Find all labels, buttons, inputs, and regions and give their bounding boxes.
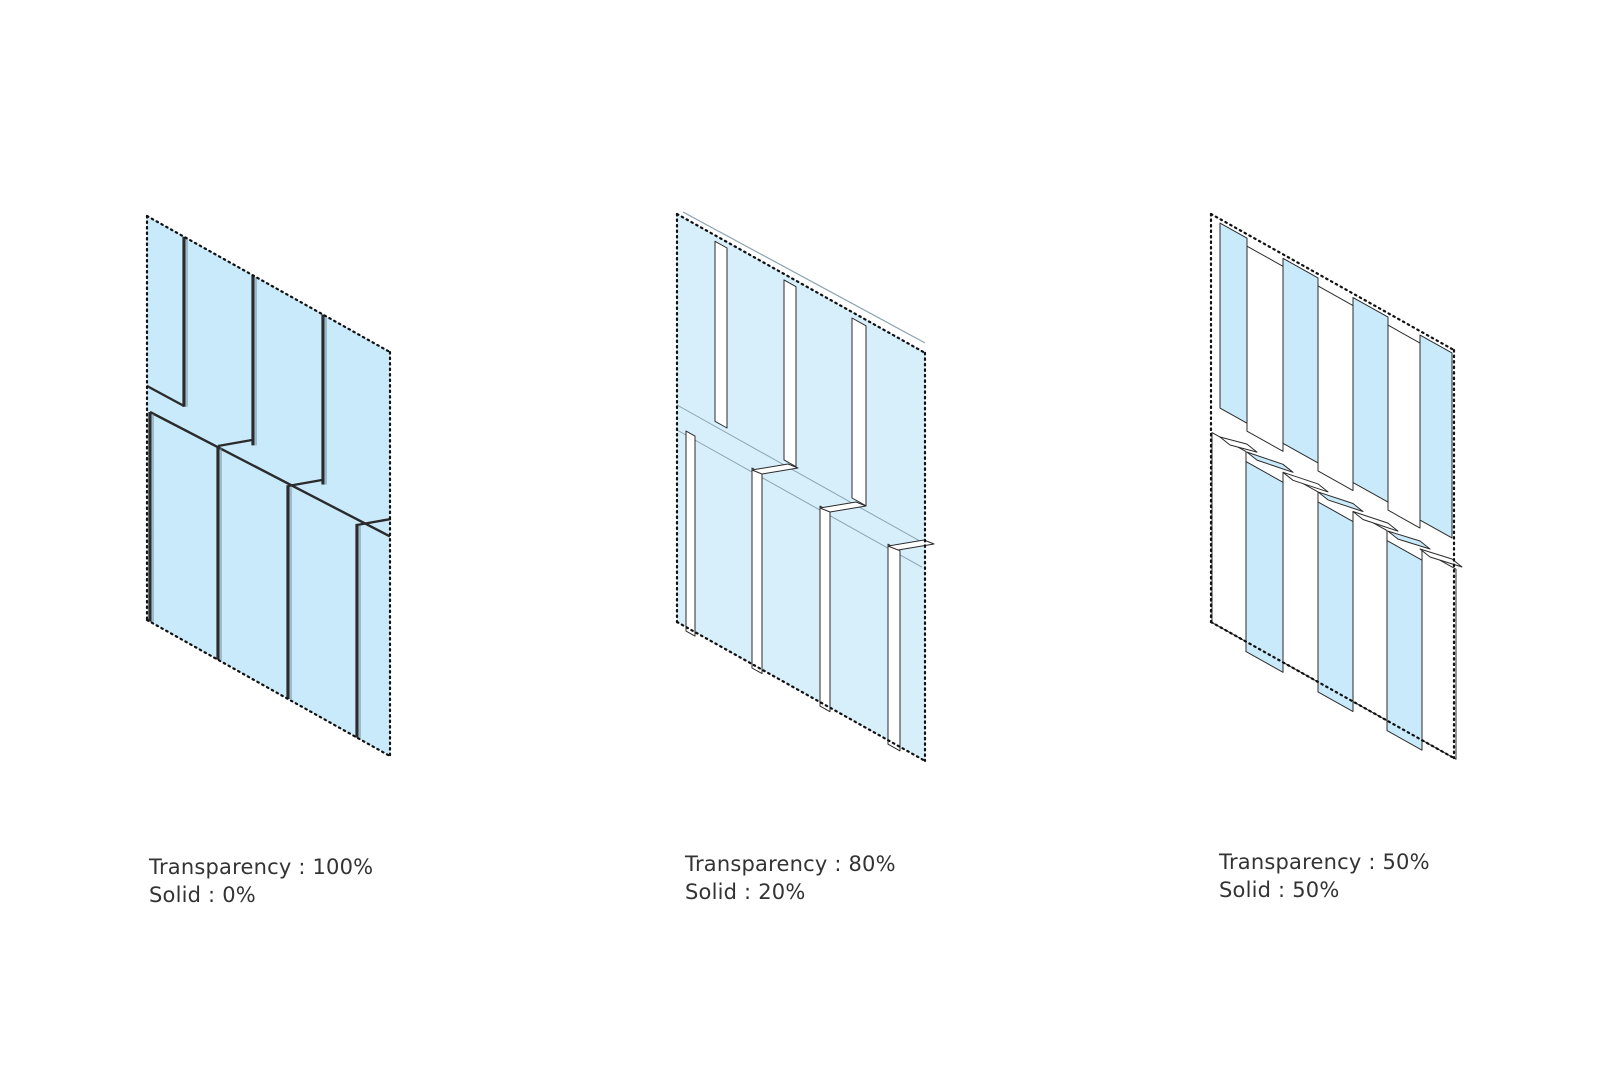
panel-3-upper-glass-face <box>1282 257 1319 464</box>
panel-2-upper-solid-fin <box>783 279 797 468</box>
panel-3-ledge-top <box>1246 451 1294 473</box>
panel-1-solid-label: Solid : 0% <box>149 883 256 907</box>
panel-2-solid-label: Solid : 20% <box>685 880 806 904</box>
panel-3-ledge-top <box>1282 471 1329 493</box>
panel-3-lower-solid-face <box>1211 432 1247 643</box>
panel-3-facade <box>1209 212 1463 760</box>
panel-2-lower-solid-fin <box>685 430 696 637</box>
panel-3-ledge-top <box>1352 511 1399 532</box>
panel-3-upper-solid-face <box>1317 285 1354 492</box>
panel-3-lower-glass-face <box>1317 501 1354 713</box>
panel-2-step-ledge <box>751 463 799 475</box>
panel-1-transom <box>146 384 185 408</box>
panel-2-boundary-top <box>675 212 927 354</box>
panel-3-upper-glass-face <box>1219 222 1248 424</box>
panel-3-ledge-top <box>1387 530 1431 550</box>
panel-3-lower-solid-face <box>1282 471 1319 683</box>
panel-2-facade <box>675 211 935 762</box>
panel-3-upper-glass-face <box>1419 334 1453 539</box>
panel-3-ledge-top <box>1317 491 1364 513</box>
panel-1-step-cap <box>217 438 253 448</box>
panel-3-boundary-bottom <box>1209 620 1456 760</box>
panel-2-transparency-label: Transparency : 80% <box>685 852 896 876</box>
panel-3-lower-solid-face <box>1352 511 1388 722</box>
panel-2-guide-line <box>676 429 923 568</box>
panel-3-solid-label: Solid : 50% <box>1219 878 1340 902</box>
panel-3-lower-glass-face <box>1245 461 1284 673</box>
panel-2-lower-solid-fin <box>751 467 763 675</box>
panel-3-upper-solid-face <box>1246 245 1284 452</box>
panel-3-caption: Transparency : 50% Solid : 50% <box>1219 848 1539 904</box>
panel-1-facade <box>145 214 392 758</box>
panel-2-upper-solid-fin <box>714 240 728 429</box>
panel-2-step-ledge <box>887 539 935 551</box>
panel-3-boundary-top <box>1209 212 1456 352</box>
panel-3-lower-solid-face <box>1421 549 1457 760</box>
panel-2-caption: Transparency : 80% Solid : 20% <box>685 850 1005 906</box>
panel-1-glass-plane <box>147 216 390 757</box>
panel-1-boundary-bottom <box>145 618 392 758</box>
panel-3-transparency-label: Transparency : 50% <box>1219 850 1430 874</box>
panel-2-top-fold <box>682 211 926 344</box>
panel-3-upper-solid-face <box>1387 324 1421 529</box>
panel-1-step-cap <box>287 478 323 488</box>
panel-1-step-cap <box>356 517 392 527</box>
panel-3-lower-glass-face <box>1386 540 1423 751</box>
panel-3-ledge-top <box>1219 436 1258 453</box>
panel-1-transom-lower <box>149 410 391 538</box>
panel-2-lower-solid-fin <box>887 543 901 752</box>
panel-3-upper-glass-face <box>1352 297 1389 503</box>
panel-3-ledge-top <box>1419 548 1463 568</box>
panel-1-caption: Transparency : 100% Solid : 0% <box>149 853 469 909</box>
panel-2-lower-solid-fin <box>819 505 831 713</box>
panel-2-boundary-bottom <box>675 620 927 762</box>
panel-2-step-ledge <box>819 501 867 513</box>
panel-2-guide-line <box>676 404 923 543</box>
panel-1-boundary-top <box>145 214 392 354</box>
panel-2-upper-solid-fin <box>851 317 867 507</box>
panel-1-transparency-label: Transparency : 100% <box>149 855 374 879</box>
